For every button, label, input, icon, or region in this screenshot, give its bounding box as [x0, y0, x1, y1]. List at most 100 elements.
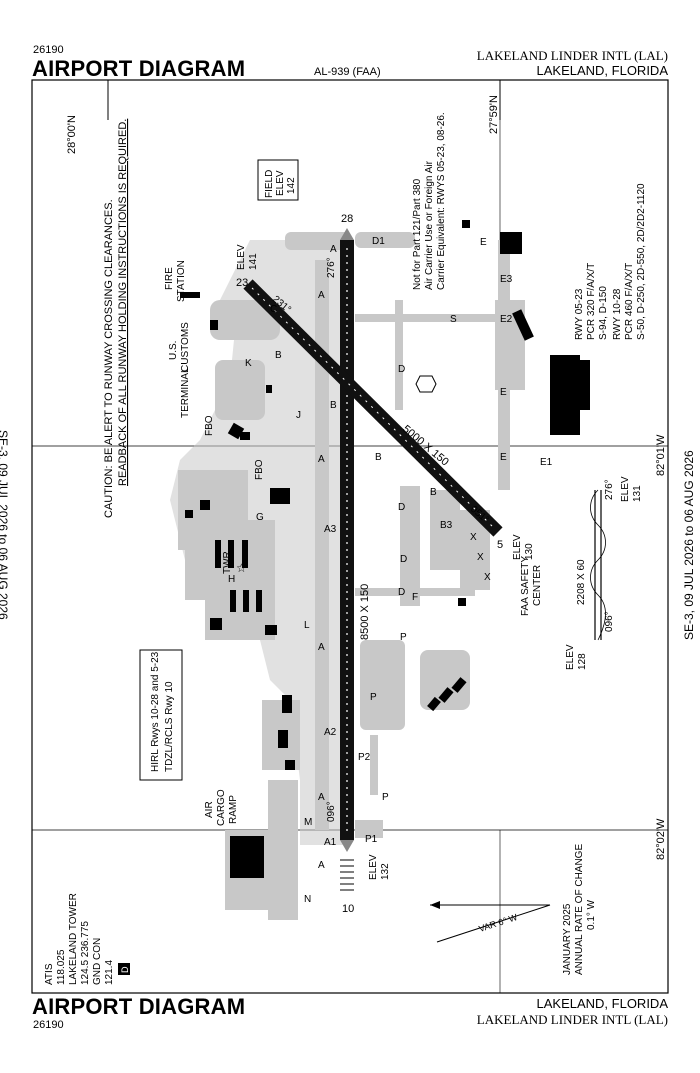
taxiway-label: D: [398, 502, 405, 513]
taxiway-labels: A A A A A A B B B B C D D D D D1 E E E E…: [228, 236, 553, 905]
fbo-label: FBO: [204, 415, 215, 436]
taxiway-label: H: [228, 574, 235, 585]
hirl-box: [139, 649, 183, 781]
taxiway-label: C: [270, 304, 277, 315]
customs-label: CUSTOMS: [180, 322, 191, 372]
chart-number-top: 26190: [33, 44, 64, 56]
taxiway-label: A1: [324, 837, 337, 848]
terminal-label: TERMINAL: [180, 367, 191, 418]
chart-frame: [31, 79, 669, 994]
taxiway-label: S: [450, 314, 457, 325]
taxiway-label: A: [318, 454, 325, 465]
airport-name-top: LAKELAND LINDER INTL (LAL): [476, 48, 668, 63]
rwy-data-line: RWY 10-28: [612, 288, 623, 340]
runway-28-label: 28: [341, 213, 353, 225]
chart-id: AL-939 (FAA): [314, 66, 381, 78]
taxiway-label: K: [245, 358, 252, 369]
taxiway-label: X: [484, 572, 491, 583]
elev-132: 132: [380, 863, 391, 880]
fire-station-label: STATION: [176, 260, 187, 302]
elev-130: 130: [524, 543, 535, 560]
taxiway-label: G: [256, 512, 264, 523]
taxiway-label: E3: [500, 274, 513, 285]
taxiway-label: M: [304, 817, 312, 828]
customs-label: U.S.: [168, 341, 179, 360]
taxiway-label: P: [382, 792, 389, 803]
taxiway-label: D1: [372, 236, 385, 247]
magvar-rate-label: ANNUAL RATE OF CHANGE: [574, 844, 585, 975]
taxiway-label: P: [370, 692, 377, 703]
taxiway-label: D: [400, 554, 407, 565]
small-heading-096: 096°: [604, 611, 615, 632]
runway-23-label: 23: [236, 277, 248, 289]
notes-text: Not for Part 121/Part 380 Air Carrier Us…: [412, 112, 447, 290]
chart-number-bottom: 26190: [33, 1019, 64, 1031]
atis-label: ATIS: [44, 963, 55, 985]
magvar-text: JANUARY 2025 ANNUAL RATE OF CHANGE 0.1° …: [562, 844, 597, 975]
tower-label-freq: LAKELAND TOWER: [68, 893, 79, 985]
fire-station-label: FIRE: [164, 267, 175, 290]
approach-lights: [340, 859, 354, 891]
air-cargo-label: CARGO: [216, 789, 227, 826]
rwy-data-line: S-94, D-150: [598, 286, 609, 340]
note-line: Carrier Equivalent: RWYS 05-23, 08-26.: [436, 112, 447, 290]
city-top: LAKELAND, FLORIDA: [536, 63, 669, 78]
runway-5-23-centerline: [251, 287, 495, 529]
elev-label: ELEV: [512, 534, 523, 560]
lat-label: 28°00'N: [66, 115, 78, 154]
taxiway-label: E2: [500, 314, 513, 325]
elev-label: ELEV: [236, 244, 247, 270]
magvar-rate: 0.1° W: [586, 899, 597, 930]
pavement: [170, 232, 525, 920]
note-line: Air Carrier Use or Foreign Air: [424, 160, 435, 290]
taxiway-label: D: [398, 587, 405, 598]
elev-131: 131: [632, 485, 643, 502]
runway-28-threshold: [340, 228, 354, 240]
tower-freq: 124.5 236.775: [80, 921, 91, 985]
caution-line: READBACK OF ALL RUNWAY HOLDING INSTRUCTI…: [117, 119, 129, 486]
taxiway-label: A: [318, 860, 325, 871]
taxiway-label: B: [430, 487, 437, 498]
buildings: [180, 220, 590, 878]
heading-276: 276°: [326, 257, 337, 278]
taxiway-label: A2: [324, 727, 337, 738]
runway-10-label: 10: [342, 903, 354, 915]
air-cargo-label: AIR: [204, 801, 215, 818]
city-bottom: LAKELAND, FLORIDA: [536, 996, 669, 1011]
taxiway-label: F: [412, 592, 418, 603]
fbo-label: FBO: [254, 459, 265, 480]
lon-label: 82°01'W: [655, 434, 667, 476]
field-elev-value: 142: [286, 177, 297, 194]
elev-label: ELEV: [368, 854, 379, 880]
elev-128: 128: [577, 653, 588, 670]
hirl-line: HIRL Rwys 10-28 and 5-23: [150, 651, 161, 772]
field-elev: FIELD ELEV 142: [264, 170, 297, 198]
hirl-text: HIRL Rwys 10-28 and 5-23 TDZL/RCLS Rwy 1…: [150, 651, 175, 772]
runway-10-28: [340, 240, 354, 840]
small-runway-dims: 2208 X 60: [576, 559, 587, 605]
runway-10-threshold: [340, 840, 354, 852]
rwy-data-line: RWY 05-23: [574, 288, 585, 340]
building-labels: FIRE STATION U.S. CUSTOMS TERMINAL FBO F…: [164, 260, 543, 826]
taxiway-label: B3: [440, 520, 453, 531]
taxiway-label: E: [500, 452, 507, 463]
caution-line: CAUTION: BE ALERT TO RUNWAY CROSSING CLE…: [103, 199, 115, 518]
lon-label: 82°02'W: [655, 818, 667, 860]
field-elev-label: FIELD: [264, 170, 275, 198]
var-label: VAR 6° W: [478, 912, 520, 934]
elevation-labels: ELEV 141 ELEV 130 ELEV 132 ELEV 131 ELEV…: [236, 244, 643, 880]
faa-safety-label: FAA SAFETY: [520, 556, 531, 616]
d-badge-box: [118, 963, 130, 975]
elev-141: 141: [248, 253, 259, 270]
taxiway-label: B: [330, 400, 337, 411]
magvar-date: JANUARY 2025: [562, 903, 573, 975]
runway-5-23: [243, 279, 503, 537]
chart-title-top: AIRPORT DIAGRAM: [32, 56, 246, 81]
taxiway-label: J: [296, 410, 301, 421]
gnd-freq: 121.4: [104, 960, 115, 985]
beacon-icon: [415, 375, 437, 393]
small-heading-276: 276°: [604, 479, 615, 500]
tower-icon: ☆: [236, 561, 247, 575]
taxiway-label: A: [318, 642, 325, 653]
